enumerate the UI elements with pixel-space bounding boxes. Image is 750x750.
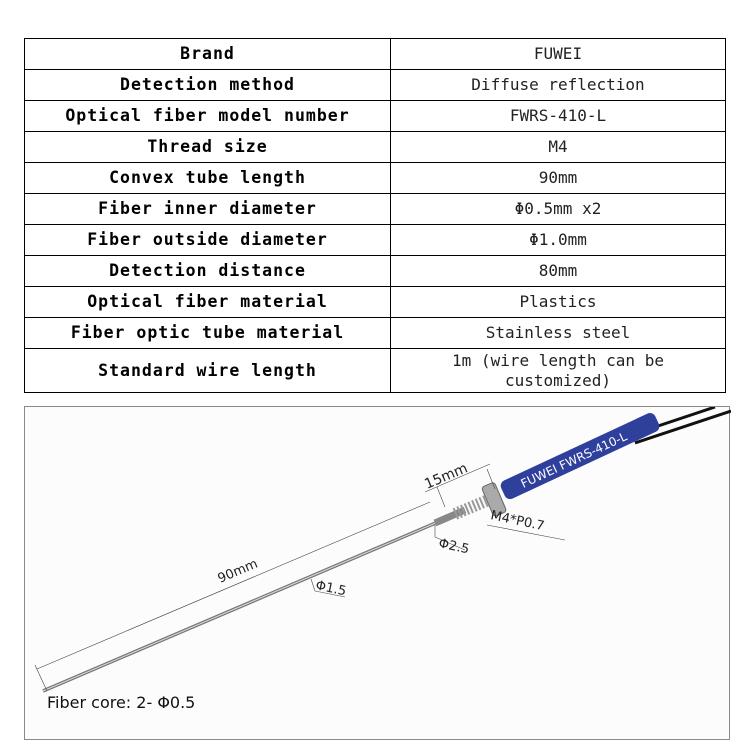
- dim-15mm: 15mm: [422, 460, 470, 492]
- spec-value: M4: [390, 131, 726, 163]
- sleeve-label: FUWEI FWRS-410-L: [519, 429, 630, 491]
- spec-value: Diffuse reflection: [390, 69, 726, 101]
- dim-90mm: 90mm: [216, 557, 260, 587]
- spec-label: Fiber optic tube material: [24, 317, 391, 349]
- spec-label: Detection distance: [24, 255, 391, 287]
- dim-thread: M4*P0.7: [489, 508, 545, 534]
- spec-value: 90mm: [390, 162, 726, 194]
- spec-value: Φ0.5mm x2: [390, 193, 726, 225]
- thread: [452, 492, 496, 520]
- spec-label: Brand: [24, 38, 391, 70]
- spec-value: FWRS-410-L: [390, 100, 726, 132]
- nut: [481, 482, 507, 517]
- dim-d25: Φ2.5: [437, 536, 470, 557]
- spec-label: Optical fiber model number: [24, 100, 391, 132]
- sensor-drawing: FUWEI FWRS-410-L 15mm M4*P0.7 Φ2.5 90mm …: [34, 407, 731, 693]
- spec-label: Fiber inner diameter: [24, 193, 391, 225]
- spec-label: Optical fiber material: [24, 286, 391, 318]
- spec-value: FUWEI: [390, 38, 726, 70]
- wire: [634, 409, 731, 445]
- spec-value: Plastics: [390, 286, 726, 318]
- spec-label: Thread size: [24, 131, 391, 163]
- spec-value: 80mm: [390, 255, 726, 287]
- fiber-core-caption: Fiber core: 2- Φ0.5: [47, 693, 196, 712]
- spec-label: Detection method: [24, 69, 391, 101]
- spec-label: Convex tube length: [24, 162, 391, 194]
- spec-value: 1m (wire length can be customized): [390, 348, 726, 393]
- spec-label: Fiber outside diameter: [24, 224, 391, 256]
- product-diagram: FUWEI FWRS-410-L 15mm M4*P0.7 Φ2.5 90mm …: [24, 406, 731, 740]
- blue-sleeve: [500, 413, 660, 500]
- spec-value: Stainless steel: [390, 317, 726, 349]
- spec-value: Φ1.0mm: [390, 224, 726, 256]
- dim-d15: Φ1.5: [314, 578, 347, 599]
- spec-label: Standard wire length: [24, 348, 391, 393]
